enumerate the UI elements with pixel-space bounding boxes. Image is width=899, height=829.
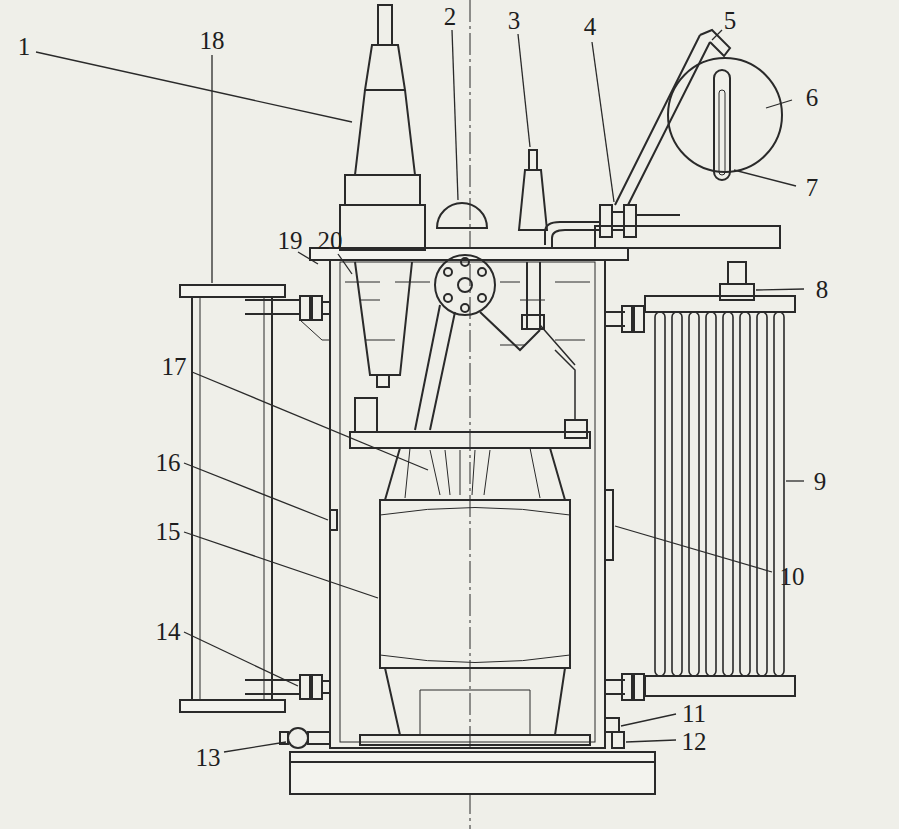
callout-number: 15 [156, 519, 181, 544]
callout-number: 20 [318, 228, 343, 253]
callout-number: 7 [806, 175, 819, 200]
callout-number: 16 [156, 450, 181, 475]
callout-number: 17 [162, 354, 187, 379]
callout-number: 18 [200, 28, 225, 53]
callout-number: 11 [682, 701, 706, 726]
callout-number: 5 [724, 8, 737, 33]
callout-number: 13 [196, 745, 221, 770]
callout-number: 9 [814, 469, 827, 494]
callout-number: 3 [508, 8, 521, 33]
callout-number: 12 [682, 729, 707, 754]
callout-number: 4 [584, 14, 597, 39]
callout-number: 19 [278, 228, 303, 253]
callout-number: 6 [806, 85, 819, 110]
callout-number: 1 [18, 34, 31, 59]
callout-number: 10 [780, 564, 805, 589]
callout-number: 2 [444, 4, 457, 29]
callout-number: 8 [816, 277, 829, 302]
callout-number: 14 [156, 619, 181, 644]
